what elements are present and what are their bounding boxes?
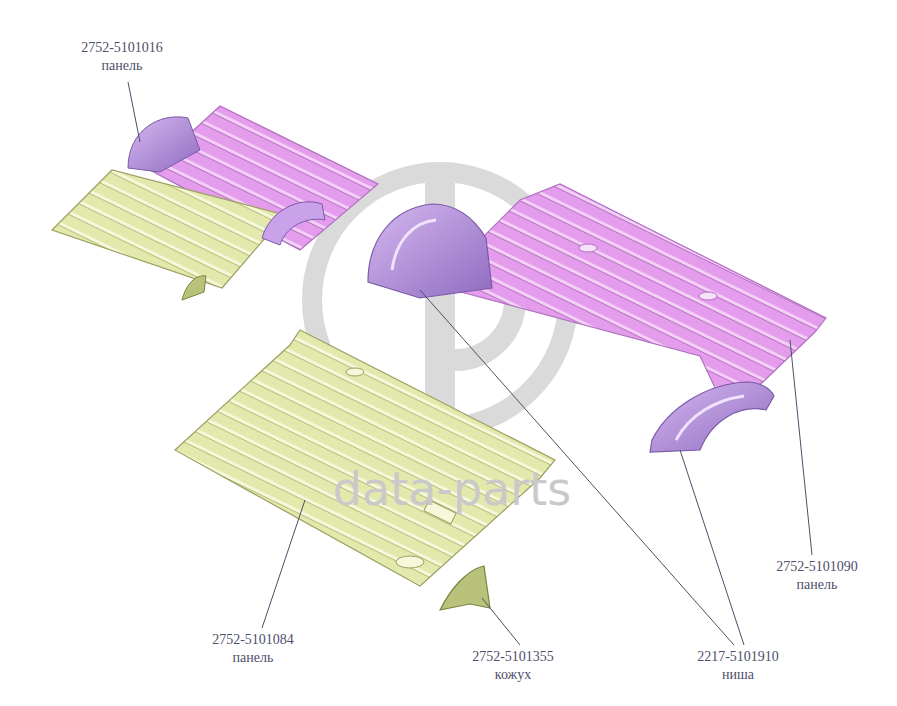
part-name: ниша: [722, 667, 754, 683]
wheel-arch: [262, 202, 325, 245]
front-floor-panel: [52, 170, 285, 288]
wheel-arch: [650, 382, 774, 452]
cover: [182, 276, 206, 300]
leader-lines: [128, 82, 812, 645]
cover: [440, 566, 490, 610]
part-number: 2752-5101355: [472, 649, 554, 665]
wheel-arch: [128, 117, 200, 172]
part-name: панель: [102, 58, 143, 74]
watermark: data-parts: [333, 462, 572, 516]
part-number: 2752-5101016: [81, 40, 163, 56]
part-name: кожух: [495, 667, 531, 683]
wheel-arch: [368, 204, 492, 298]
part-number: 2752-5101090: [776, 559, 858, 575]
part-number: 2752-5101084: [212, 632, 294, 648]
part-name: панель: [797, 577, 838, 593]
part-name: панель: [233, 650, 274, 666]
front-floor-panel: [175, 330, 555, 586]
part-number: 2217-5101910: [697, 649, 779, 665]
rear-floor-panel: [435, 184, 826, 402]
